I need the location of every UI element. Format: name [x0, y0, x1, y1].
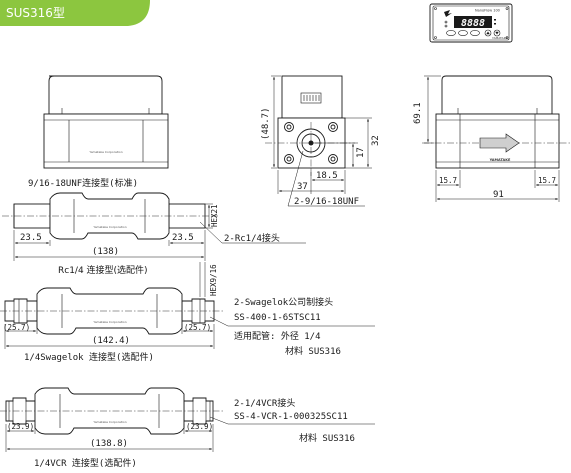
swagelok-hex: HEX9/16 [209, 264, 218, 296]
unf-caption: 9/16-18UNF连接型(标准) [28, 177, 138, 189]
header-badge-shape [0, 0, 150, 26]
vcr-note-line2: SS-4-VCR-1-000325SC11 [234, 412, 348, 422]
swagelok-dim-total: (142.4) [92, 336, 130, 346]
vcr-caption: 1/4VCR 连接型(选配件) [34, 457, 137, 469]
dim-32: 32 [371, 135, 381, 146]
vcr-note-line1: 2-1/4VCR接头 [234, 397, 295, 409]
side-logo: YAMATAKE [489, 158, 511, 162]
dim-15-7-left: 15.7 [439, 176, 457, 185]
rc14-dim-left: 23.5 [20, 233, 42, 243]
digit-display [454, 16, 492, 28]
vcr-note-line3: 材料 SUS316 [299, 432, 355, 444]
vcr-dim-right: (23.9) [186, 422, 213, 431]
digit-readout: 8888 [461, 18, 485, 29]
display-panel: NanoFlow 100 8888 YAMATAKE [429, 3, 513, 43]
display-title: NanoFlow 100 [475, 9, 500, 13]
swagelok-note-line3: 适用配管: 外径 1/4 [234, 330, 321, 342]
rc14-hex: HEX21 [210, 204, 219, 227]
brand-logo-icon [444, 10, 452, 17]
rc14-note: 2-Rc1/4接头 [224, 232, 280, 244]
side-top-block [441, 75, 553, 115]
dim-17: 17 [356, 147, 366, 158]
connector-icon [300, 92, 322, 104]
dim-15-7-right: 15.7 [538, 176, 556, 185]
up-arrow-icon [484, 29, 492, 37]
dim-69-1: 69.1 [413, 102, 423, 124]
panel-button-3 [470, 30, 480, 36]
panel-button-1 [446, 30, 456, 36]
rc14-body [49, 192, 170, 240]
swagelok-note-line1: 2-Swagelok公司制接头 [234, 296, 333, 308]
thread-note: 2-9/16-18UNF [294, 197, 359, 207]
rc14-view: Yamatake Corporation HEX21 23.5 23.5 (13… [2, 192, 306, 276]
vcr-maker-text: Yamatake Corporation [93, 420, 126, 424]
swagelok-dim-left: (25.7) [3, 323, 30, 332]
unf-side-view: Yamatake Corporation 9/16-18UNF连接型(标准) [28, 75, 169, 189]
rc14-dim-right: 23.5 [172, 233, 194, 243]
swagelok-dim-right: (25.7) [184, 323, 211, 332]
panel-maker: YAMATAKE [492, 36, 508, 40]
panel-button-2 [458, 30, 468, 36]
dim-91: 91 [493, 190, 504, 200]
header-badge-label: SUS316型 [6, 6, 65, 20]
dim-37: 37 [297, 182, 308, 192]
rc14-caption: Rc1/4 连接型(选配件) [58, 264, 148, 276]
header-badge: SUS316型 [0, 0, 150, 26]
unf-maker-text: Yamatake Corporation [89, 150, 122, 154]
swagelok-caption: 1/4Swagelok 连接型(选配件) [24, 351, 154, 363]
swagelok-view: Yamatake Corporation HEX9/16 (25.7) (25.… [0, 262, 375, 363]
vcr-dim-left: (23.9) [7, 422, 34, 431]
dim-18-5: 18.5 [316, 171, 338, 181]
flow-arrow-icon [479, 133, 520, 153]
vcr-view: Yamatake Corporation (23.9) (23.9) (138.… [0, 387, 375, 469]
unf-body [43, 113, 169, 169]
down-arrow-icon [493, 29, 501, 37]
swagelok-maker-text: Yamatake Corporation [93, 320, 126, 324]
swagelok-note-line4: 材料 SUS316 [285, 345, 341, 357]
flow-side-view: YAMATAKE 69.1 15.7 15.7 91 [413, 75, 571, 202]
swagelok-note-line2: SS-400-1-6STSC11 [234, 313, 321, 323]
vcr-dim-total: (138.8) [90, 439, 128, 449]
rc14-maker-text: Yamatake Corporation [93, 225, 126, 229]
unf-top-block [48, 75, 163, 115]
end-view: (48.7) 17 32 18.5 37 2-9/16-18UNF [261, 75, 381, 207]
rc14-dim-total: (138) [92, 247, 119, 257]
dim-48-7: (48.7) [261, 107, 271, 140]
